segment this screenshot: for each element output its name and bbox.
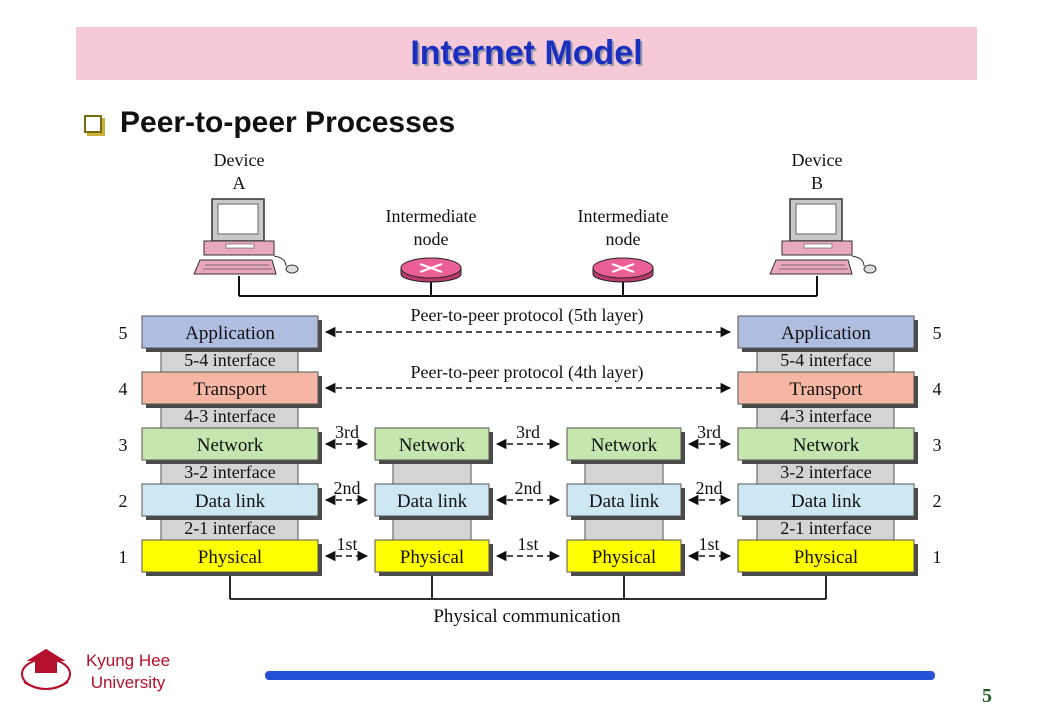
label-application-a: Application bbox=[185, 323, 275, 344]
layer-number-2-left: 2 bbox=[119, 491, 128, 511]
layer-box-physical-node2 bbox=[566, 539, 682, 573]
protocol-label-2nd-1: 2nd bbox=[334, 478, 361, 498]
layer-box-datalink-node1 bbox=[374, 483, 490, 517]
slide-title: Internet Model bbox=[410, 34, 643, 72]
label-network-node2: Network bbox=[591, 435, 658, 456]
label-physical-b: Physical bbox=[794, 547, 858, 568]
slide-subtitle: Peer-to-peer Processes bbox=[120, 106, 456, 139]
label-interface-54-a: 5-4 interface bbox=[184, 350, 275, 370]
label-physical-a: Physical bbox=[198, 547, 262, 568]
layer-box-network-node1 bbox=[374, 427, 490, 461]
label-interface-43-b: 4-3 interface bbox=[780, 406, 871, 426]
layer-box-network-node2 bbox=[566, 427, 682, 461]
physical-communication-label: Physical communication bbox=[433, 606, 621, 627]
layer-number-4-right: 4 bbox=[933, 379, 942, 399]
computer-icon-device-b bbox=[769, 198, 877, 275]
checkbox-bullet-icon bbox=[84, 115, 102, 133]
protocol-label-3rd-2: 3rd bbox=[516, 422, 540, 442]
label-datalink-node2: Data link bbox=[589, 491, 660, 512]
label-network-b: Network bbox=[793, 435, 860, 456]
layer-number-1-right: 1 bbox=[933, 547, 942, 567]
router-icon-1 bbox=[400, 257, 462, 283]
layer-box-application-b bbox=[737, 315, 915, 349]
label-interface-21-a: 2-1 interface bbox=[184, 518, 275, 538]
university-logo-icon bbox=[21, 648, 71, 690]
protocol-label-5th: Peer-to-peer protocol (5th layer) bbox=[410, 305, 643, 326]
device-a-label: Device bbox=[214, 150, 265, 170]
university-name-line2: University bbox=[90, 673, 166, 692]
layer-box-physical-node1 bbox=[374, 539, 490, 573]
university-name: Kyung Hee University bbox=[78, 650, 178, 694]
layer-box-transport-a bbox=[141, 371, 319, 405]
label-datalink-a: Data link bbox=[195, 491, 266, 512]
label-network-node1: Network bbox=[399, 435, 466, 456]
label-interface-21-b: 2-1 interface bbox=[780, 518, 871, 538]
protocol-label-4th: Peer-to-peer protocol (4th layer) bbox=[410, 362, 643, 383]
layer-box-physical-b bbox=[737, 539, 915, 573]
label-interface-32-b: 3-2 interface bbox=[780, 462, 871, 482]
device-b-letter: B bbox=[811, 173, 823, 193]
protocol-label-1st-2: 1st bbox=[517, 534, 538, 554]
protocol-label-2nd-2: 2nd bbox=[515, 478, 542, 498]
layer-box-application-a bbox=[141, 315, 319, 349]
device-a-letter: A bbox=[233, 173, 246, 193]
label-network-a: Network bbox=[197, 435, 264, 456]
layer-number-4-left: 4 bbox=[119, 379, 128, 399]
label-physical-node2: Physical bbox=[592, 547, 656, 568]
layer-number-1-left: 1 bbox=[119, 547, 128, 567]
university-name-line1: Kyung Hee bbox=[85, 651, 171, 670]
physical-communication-bracket bbox=[229, 576, 827, 600]
page-number: 5 bbox=[982, 685, 992, 707]
layer-number-3-left: 3 bbox=[119, 435, 128, 455]
title-bar: Internet Model bbox=[76, 27, 977, 80]
layer-box-datalink-a bbox=[141, 483, 319, 517]
layer-number-3-right: 3 bbox=[933, 435, 942, 455]
label-interface-32-a: 3-2 interface bbox=[184, 462, 275, 482]
computer-icon-device-a bbox=[193, 198, 299, 275]
intermediate-node-1-label: Intermediate bbox=[386, 206, 477, 226]
label-interface-54-b: 5-4 interface bbox=[780, 350, 871, 370]
protocol-label-1st-3: 1st bbox=[698, 534, 719, 554]
intermediate-node-1-sublabel: node bbox=[414, 229, 449, 249]
layer-number-5-left: 5 bbox=[119, 323, 128, 343]
protocol-label-3rd-1: 3rd bbox=[335, 422, 359, 442]
protocol-label-1st-1: 1st bbox=[336, 534, 357, 554]
layer-number-2-right: 2 bbox=[933, 491, 942, 511]
layer-box-transport-b bbox=[737, 371, 915, 405]
label-datalink-b: Data link bbox=[791, 491, 862, 512]
label-application-b: Application bbox=[781, 323, 871, 344]
layer-box-datalink-b bbox=[737, 483, 915, 517]
layer-box-network-b bbox=[737, 427, 915, 461]
device-b-label: Device bbox=[792, 150, 843, 170]
footer-divider bbox=[265, 671, 935, 680]
layer-box-datalink-node2 bbox=[566, 483, 682, 517]
layer-box-network-a bbox=[141, 427, 319, 461]
intermediate-node-2-label: Intermediate bbox=[578, 206, 669, 226]
label-transport-a: Transport bbox=[193, 379, 267, 400]
protocol-label-2nd-3: 2nd bbox=[696, 478, 723, 498]
label-physical-node1: Physical bbox=[400, 547, 464, 568]
intermediate-node-2-sublabel: node bbox=[606, 229, 641, 249]
label-interface-43-a: 4-3 interface bbox=[184, 406, 275, 426]
layer-number-5-right: 5 bbox=[933, 323, 942, 343]
label-datalink-node1: Data link bbox=[397, 491, 468, 512]
label-transport-b: Transport bbox=[789, 379, 863, 400]
protocol-label-3rd-3: 3rd bbox=[697, 422, 721, 442]
layer-box-physical-a bbox=[141, 539, 319, 573]
router-icon-2 bbox=[592, 257, 654, 283]
